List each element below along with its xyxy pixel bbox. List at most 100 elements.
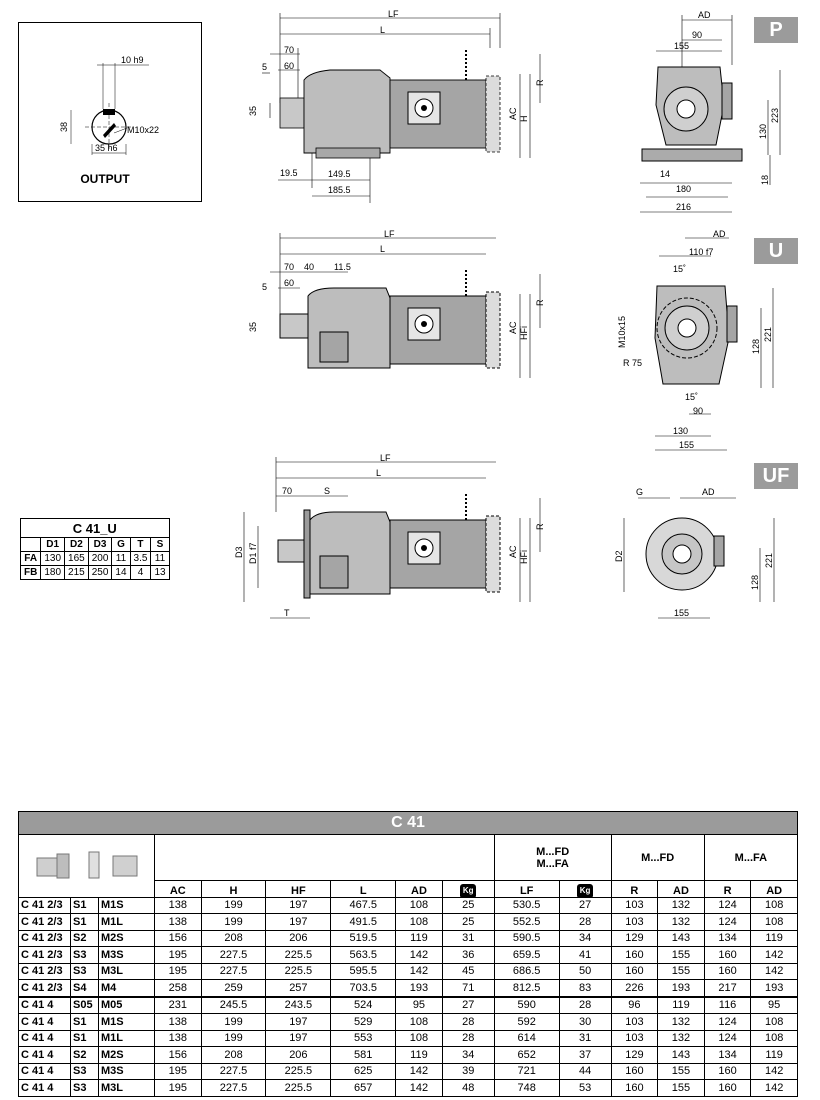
table-cell: 124 — [703, 1013, 752, 1031]
table-cell: C 41 4 — [18, 995, 71, 1014]
table-cell: 119 — [750, 1046, 798, 1064]
table-cell: C 41 2/3 — [18, 946, 71, 964]
table-cell: 160 — [703, 1079, 752, 1097]
table-cell: 27 — [441, 995, 495, 1014]
table-cell: 721 — [493, 1062, 560, 1080]
table-cell: 258 — [154, 979, 202, 997]
column-header: R — [703, 880, 752, 898]
table-cell: C 41 4 — [18, 1079, 71, 1097]
dim-d2: D2 — [614, 550, 624, 562]
dim-m10x15: M10x15 — [617, 316, 627, 348]
table-cell: 132 — [657, 1013, 705, 1031]
table-cell: 28 — [558, 913, 612, 931]
dim-180: 180 — [676, 184, 691, 194]
dim-ac: AC — [508, 321, 518, 334]
table-cell: 208 — [200, 929, 267, 947]
dim-60: 60 — [284, 278, 294, 288]
table-cell: 138 — [154, 913, 202, 931]
table-cell: 108 — [395, 913, 443, 931]
table-cell: 143 — [657, 1046, 705, 1064]
table-cell: 132 — [657, 896, 705, 914]
table-cell: S05 — [70, 995, 99, 1014]
table-cell: 83 — [558, 979, 612, 997]
table-cell: 491.5 — [330, 913, 397, 931]
table-cell: 552.5 — [493, 913, 560, 931]
table-cell: 155 — [657, 946, 705, 964]
dim-d1f7: D1 f7 — [248, 542, 258, 564]
table-cell: 227.5 — [200, 1079, 267, 1097]
table-cell: 37 — [558, 1046, 612, 1064]
table-cell: M1L — [98, 1029, 155, 1047]
table-cell: 193 — [395, 979, 443, 997]
table-cell: 108 — [750, 913, 798, 931]
column-header: H — [200, 880, 267, 898]
motor-icons-cell — [18, 834, 155, 898]
table-cell: 231 — [154, 995, 202, 1014]
table-cell: S3 — [70, 1079, 99, 1097]
weight-kg-icon: Kg — [441, 880, 495, 898]
table-cell: 124 — [703, 896, 752, 914]
table-cell: 45 — [441, 962, 495, 980]
dim-t: T — [284, 608, 290, 618]
dim-thread: M10x22 — [127, 125, 159, 135]
table-cell: 129 — [610, 929, 659, 947]
weight-kg-icon: Kg — [558, 880, 612, 898]
table-cell: 657 — [330, 1079, 397, 1097]
table-cell: 53 — [558, 1079, 612, 1097]
dim-ac: AC — [508, 107, 518, 120]
table-cell: 703.5 — [330, 979, 397, 997]
dim-128: 128 — [751, 339, 761, 354]
table-cell: 134 — [703, 1046, 752, 1064]
dim-11-5: 11.5 — [334, 262, 351, 272]
table-cell: 132 — [657, 913, 705, 931]
dim-5: 5 — [262, 62, 267, 72]
table-cell: 686.5 — [493, 962, 560, 980]
table-cell: 812.5 — [493, 979, 560, 997]
table-cell: 227.5 — [200, 962, 267, 980]
dim-70: 70 — [282, 486, 292, 496]
dim-r75: R 75 — [623, 358, 642, 368]
table-cell: S2 — [70, 1046, 99, 1064]
table-cell: M05 — [98, 995, 155, 1014]
dim-70: 70 — [284, 45, 294, 55]
table-cell: C 41 2/3 — [18, 913, 71, 931]
dim-90: 90 — [693, 406, 703, 416]
table-cell: 96 — [610, 995, 659, 1014]
table-cell: 138 — [154, 896, 202, 914]
table-cell: 199 — [200, 1013, 267, 1031]
table-cell: 108 — [395, 1013, 443, 1031]
table-cell: 748 — [493, 1079, 560, 1097]
table-cell: 119 — [657, 995, 705, 1014]
table-cell: 197 — [265, 896, 332, 914]
table-cell: 48 — [441, 1079, 495, 1097]
table-cell: S3 — [70, 962, 99, 980]
dim-r: R — [535, 299, 545, 306]
table-cell: 31 — [558, 1029, 612, 1047]
small-table-caption: C 41_U — [20, 518, 170, 538]
table-cell: 156 — [154, 1046, 202, 1064]
dim-149-5: 149.5 — [328, 169, 351, 179]
table-cell: 225.5 — [265, 946, 332, 964]
badge-uf: UF — [754, 463, 798, 489]
table-cell: 124 — [703, 1029, 752, 1047]
dim-70: 70 — [284, 262, 294, 272]
table-cell: 103 — [610, 913, 659, 931]
column-header: LF — [493, 880, 560, 898]
table-cell: C 41 2/3 — [18, 896, 71, 914]
table-cell: S2 — [70, 929, 99, 947]
table-cell: 199 — [200, 913, 267, 931]
output-detail-box: 10 h9 38 M10x22 35 h6 OUTPUT — [18, 22, 202, 202]
dim-128: 128 — [750, 575, 760, 590]
table-cell: 257 — [265, 979, 332, 997]
table-cell: 225.5 — [265, 1062, 332, 1080]
dim-l: L — [380, 244, 385, 254]
dim-5: 5 — [262, 282, 267, 292]
table-cell: 160 — [703, 1062, 752, 1080]
column-header: AD — [395, 880, 443, 898]
table-cell: 50 — [558, 962, 612, 980]
p-side-view: LF L 70 5 60 35 AC H R 19.5 149.5 185.5 — [248, 9, 545, 203]
